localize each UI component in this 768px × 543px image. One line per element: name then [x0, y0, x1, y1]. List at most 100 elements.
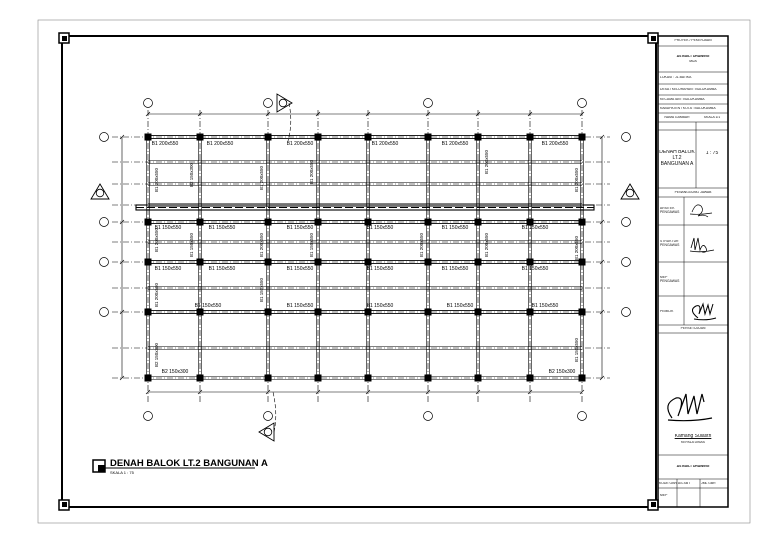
column [526, 258, 534, 266]
column [314, 133, 322, 141]
tb-pj-header: PENANGGUNG JAWAB [674, 191, 712, 194]
sheet-title: DENAH BALOK LT.2 BANGUNAN A [110, 458, 268, 469]
column [144, 258, 152, 266]
beam-label: B1 150x550 [532, 303, 559, 309]
tb-as-built: AS BUILT DRAWING [676, 465, 710, 468]
signature-arsitek [689, 204, 713, 218]
grid-bubble-bottom [577, 411, 587, 421]
tb-struktur-label: STRUKTUR PENGAWAS [660, 240, 680, 247]
dimension-tick [425, 111, 431, 117]
column [364, 308, 372, 316]
column [196, 374, 204, 382]
column [526, 133, 534, 141]
column [424, 258, 432, 266]
column [474, 308, 482, 316]
tb-desa: DESA / KELURAHAN : BULUKUMBA [660, 88, 717, 91]
grid-bubble-right [621, 132, 631, 142]
column [196, 133, 204, 141]
dimension-tick [527, 111, 533, 117]
dimension-tick [315, 389, 321, 395]
tb-drawing-name: DENAH BALOK LT.2 BANGUNAN A [659, 150, 695, 167]
section-cut-line [287, 102, 292, 142]
beam-label: B1 200x550 [442, 141, 469, 147]
column [526, 374, 534, 382]
dimension-tick [365, 111, 371, 117]
grid-bubble-top [423, 98, 433, 108]
dimension-tick [265, 111, 271, 117]
column [264, 218, 272, 226]
dimension-tick [265, 389, 271, 395]
drawing-frame [61, 35, 657, 508]
dimension-tick [599, 375, 605, 381]
sheet-scale: SKALA 1 : 75 [110, 470, 134, 475]
section-marker-left-circle [95, 188, 105, 198]
grid-bubble-left [99, 307, 109, 317]
dimension-tick [365, 389, 371, 395]
beam-label-vertical: B1 150x550 [259, 277, 264, 302]
column [314, 374, 322, 382]
tb-kecamatan: KECAMATAN : BULUKUMBA [660, 98, 705, 101]
dimension-tick [579, 389, 585, 395]
dimension-tick [425, 389, 431, 395]
section-marker-right-circle [625, 188, 635, 198]
beam-label-vertical: B1 200x550 [309, 159, 314, 184]
beam-label: B1 150x550 [367, 266, 394, 272]
tb-jml-label: JML GBR [701, 482, 716, 485]
dimension-tick [145, 111, 151, 117]
column [144, 374, 152, 382]
beam-label: B1 200x550 [372, 141, 399, 147]
column [526, 308, 534, 316]
column [424, 308, 432, 316]
dimension-tick [599, 309, 605, 315]
tb-kode-value: AS-SBT [678, 482, 691, 485]
section-cut-line [272, 391, 277, 433]
beam-label: B1 150x550 [287, 225, 314, 231]
dimension-tick [197, 111, 203, 117]
tb-kabupaten: KABUPATEN / KOTA : BULUKUMBA [660, 107, 716, 110]
tb-skala-label: SKALA 1/1 [703, 116, 721, 119]
beam-label-vertical: B1 200x550 [574, 235, 579, 260]
tb-pemilik-label: PEMILIK [660, 310, 674, 313]
column [578, 218, 586, 226]
beam-label-vertical: B1 200x550 [484, 232, 489, 257]
sheet-title-mark [92, 459, 255, 473]
column [264, 133, 272, 141]
beam-label-vertical: B1 200x550 [574, 167, 579, 192]
grid-bubble-top [577, 98, 587, 108]
tb-persetujuan-label: PERSETUJUAN [680, 327, 706, 330]
beam-label: B1 150x550 [209, 225, 236, 231]
column [364, 374, 372, 382]
dimension-tick [119, 134, 125, 140]
beam-label-vertical: B2 150x300 [154, 342, 159, 367]
tb-signer-name: Kamang Sulastri [674, 434, 712, 439]
dimension-tick [599, 259, 605, 265]
dimension-tick [527, 389, 533, 395]
beam-label: B1 150x550 [367, 303, 394, 309]
section-marker-bottom-circle [263, 427, 273, 437]
column [474, 374, 482, 382]
beam-label-vertical: B1 200x550 [259, 165, 264, 190]
dimension-tick [315, 111, 321, 117]
beam-label: B1 200x550 [152, 141, 179, 147]
tb-project-name: AS BUILT DRAWING [676, 55, 710, 58]
beam-label-vertical: B1 150x550 [309, 232, 314, 257]
column [314, 258, 322, 266]
dimension-tick [599, 219, 605, 225]
beam-label-vertical: B1 200x550 [419, 232, 424, 257]
section-marker-top-circle [278, 98, 288, 108]
column [196, 308, 204, 316]
signature-large [667, 393, 713, 422]
grid-bubble-left [99, 217, 109, 227]
column [424, 374, 432, 382]
beam-label-vertical: B1 200x550 [259, 232, 264, 257]
beam-label: B1 150x550 [287, 266, 314, 272]
beam-label: B1 150x550 [522, 225, 549, 231]
structural-plan: B1 200x550 B1 200x550 B1 200x550 B1 200x550… [90, 93, 640, 442]
beam-label-vertical: B1 150x550 [574, 337, 579, 362]
tb-project-header: PROYEK / PEKERJAAN [674, 39, 712, 42]
beam-label: B1 150x550 [367, 225, 394, 231]
column [578, 308, 586, 316]
grid-bubble-top [143, 98, 153, 108]
column [196, 218, 204, 226]
